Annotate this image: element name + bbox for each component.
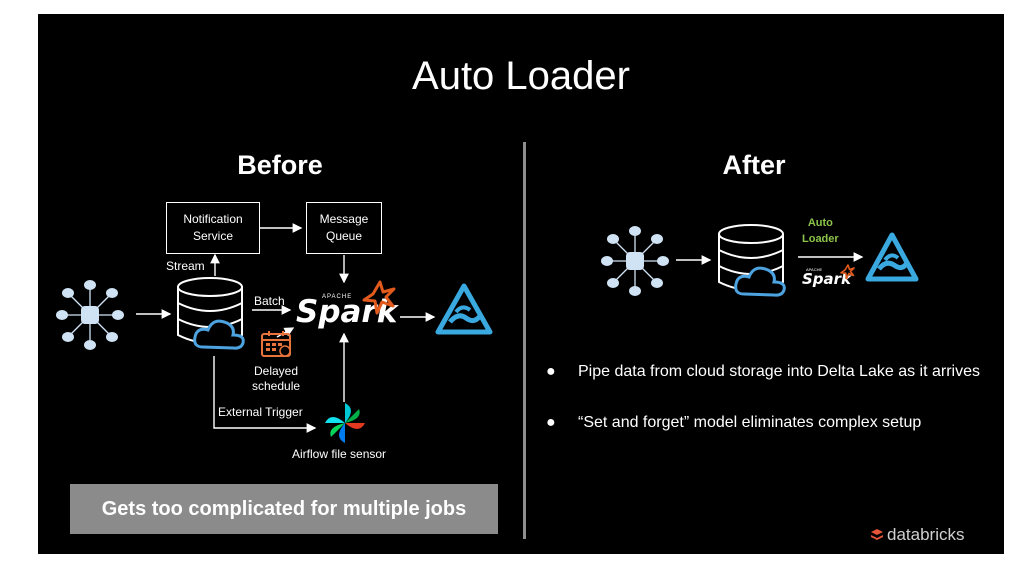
batch-label: Batch bbox=[254, 294, 285, 308]
bullet-item-1: ● Pipe data from cloud storage into Delt… bbox=[546, 359, 986, 411]
bullet-dot-icon: ● bbox=[546, 414, 556, 431]
spark-star-icon bbox=[362, 280, 396, 315]
message-queue-line1: Message bbox=[319, 212, 369, 226]
airflow-pinwheel-icon bbox=[325, 403, 365, 443]
spark-apache-text-after: APACHE bbox=[806, 267, 823, 272]
after-connectors bbox=[676, 252, 864, 265]
database-with-cloud-icon bbox=[177, 277, 245, 350]
bullet-text-2: “Set and forget” model eliminates comple… bbox=[578, 414, 922, 431]
message-queue-box: Message Queue bbox=[306, 202, 382, 254]
delayed-schedule-label: Delayed schedule bbox=[252, 364, 300, 394]
complexity-callout: Gets too complicated for multiple jobs bbox=[70, 484, 498, 534]
spark-logo-before: APACHE Spark bbox=[292, 280, 402, 330]
delayed-schedule-line1: Delayed bbox=[254, 364, 299, 378]
spark-star-icon-after bbox=[840, 264, 855, 280]
hub-of-database-icon bbox=[56, 280, 124, 350]
spark-logo-after: APACHE Spark bbox=[800, 264, 860, 290]
stream-label: Stream bbox=[166, 259, 205, 273]
slide-title: Auto Loader bbox=[412, 54, 630, 98]
external-trigger-label: External Trigger bbox=[218, 405, 303, 419]
notification-service-line1: Notification bbox=[183, 212, 243, 226]
arrow-external-trigger bbox=[213, 356, 317, 433]
section-divider bbox=[523, 142, 526, 539]
spark-wordmark-after: Spark bbox=[802, 270, 852, 288]
databricks-brand: databricks bbox=[870, 525, 964, 545]
delayed-schedule-line2: schedule bbox=[252, 379, 301, 393]
message-queue-line2: Queue bbox=[325, 229, 363, 243]
brand-text: databricks bbox=[887, 525, 965, 544]
calendar-icon bbox=[261, 331, 291, 357]
spark-apache-text: APACHE bbox=[322, 294, 353, 300]
before-connectors bbox=[136, 223, 436, 433]
delta-lake-icon-after bbox=[865, 232, 919, 282]
auto-loader-label: Auto Loader bbox=[802, 215, 839, 247]
bullet-text-1: Pipe data from cloud storage into Delta … bbox=[578, 363, 980, 380]
hub-of-database-icon-after bbox=[601, 226, 669, 296]
airflow-label: Airflow file sensor bbox=[292, 447, 387, 461]
before-heading: Before bbox=[237, 150, 323, 180]
slide: Auto Loader Before After bbox=[38, 14, 1004, 554]
bullet-item-2: ● “Set and forget” model eliminates comp… bbox=[546, 410, 986, 436]
database-with-cloud-icon-after bbox=[718, 224, 786, 297]
auto-loader-line2: Loader bbox=[802, 233, 839, 245]
auto-loader-line1: Auto bbox=[807, 217, 833, 229]
databricks-logo-icon bbox=[871, 529, 883, 540]
notification-service-box: Notification Service bbox=[166, 202, 260, 254]
after-heading: After bbox=[722, 150, 786, 180]
delta-lake-icon bbox=[435, 283, 493, 335]
arrow-schedule-to-spark bbox=[276, 327, 295, 338]
spark-wordmark: Spark bbox=[296, 294, 398, 330]
notification-service-line2: Service bbox=[192, 229, 233, 243]
bullet-dot-icon: ● bbox=[546, 363, 556, 380]
